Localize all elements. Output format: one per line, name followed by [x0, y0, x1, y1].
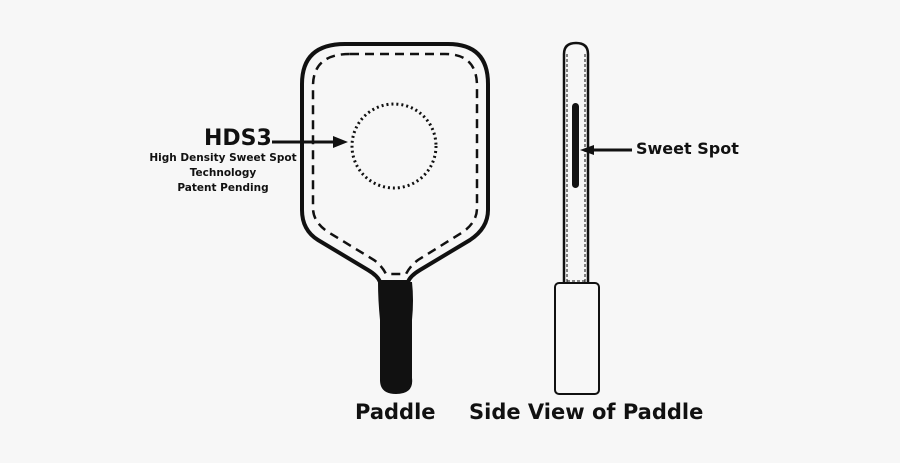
sweet-spot-label: Sweet Spot: [636, 139, 739, 158]
paddle-caption: Paddle: [355, 400, 436, 424]
side-view-blade: [562, 41, 590, 283]
hds3-line-1: High Density Sweet Spot: [149, 152, 297, 164]
hds3-title: HDS3: [204, 126, 272, 151]
sweet-spot-circle: [350, 102, 438, 190]
paddle-grip: [378, 282, 413, 394]
hds3-arrowhead-icon: [333, 136, 348, 148]
side-view-handle: [554, 282, 600, 395]
hds3-line-2: Technology: [189, 167, 257, 179]
paddle-face-outline: [300, 42, 490, 284]
hds3-line-3: Patent Pending: [177, 182, 269, 194]
paddle-edge-dashed: [311, 52, 479, 276]
side-view-caption: Side View of Paddle: [469, 400, 704, 424]
side-sweet-spot-bar: [572, 103, 579, 188]
sweet-spot-arrowhead-icon: [580, 145, 594, 155]
